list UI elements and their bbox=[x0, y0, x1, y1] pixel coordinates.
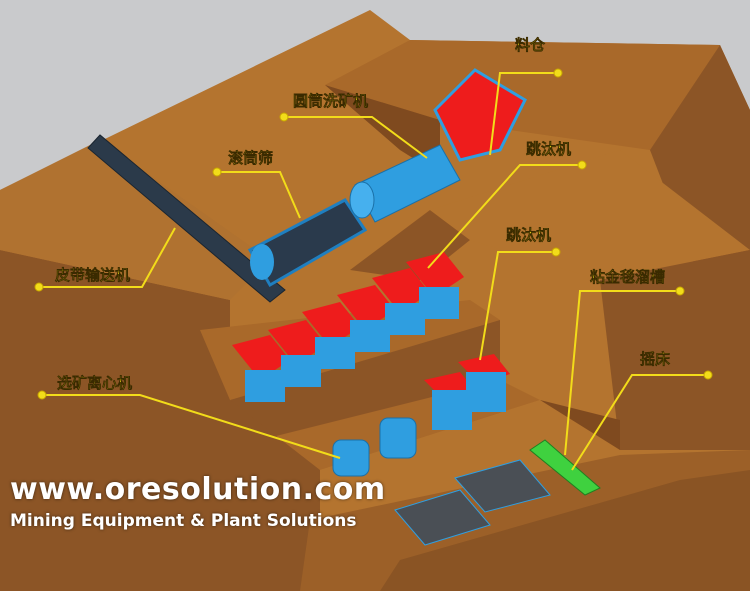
label-jig-upper: 跳汰机 bbox=[526, 140, 571, 158]
label-trommel-screen: 滚筒筛 bbox=[228, 149, 273, 167]
watermark-tagline: Mining Equipment & Plant Solutions bbox=[10, 511, 357, 531]
label-centrifugal-concentrator: 选矿离心机 bbox=[57, 374, 132, 392]
hopper bbox=[433, 68, 527, 162]
centrifugal-concentrators bbox=[332, 417, 417, 477]
label-shaking-table: 摇床 bbox=[640, 350, 671, 368]
jig-row-lower bbox=[424, 354, 510, 430]
label-dots bbox=[34, 68, 713, 400]
label-gold-carpet-sluice: 粘金毯溜槽 bbox=[590, 268, 665, 286]
drum-washer bbox=[349, 144, 461, 223]
trommel-screen bbox=[247, 198, 368, 288]
belt-conveyor bbox=[87, 134, 286, 303]
label-belt-conveyor: 皮带输送机 bbox=[55, 266, 130, 284]
shaking-tables bbox=[394, 459, 551, 546]
label-jig-lower: 跳汰机 bbox=[506, 226, 551, 244]
jig-row-upper bbox=[232, 252, 464, 402]
label-drum-washer: 圆筒洗矿机 bbox=[293, 92, 368, 110]
label-hopper: 料仓 bbox=[515, 36, 546, 54]
watermark-url: www.oresolution.com bbox=[10, 472, 386, 507]
leader-lines bbox=[39, 72, 708, 471]
gold-carpet-sluice bbox=[529, 439, 601, 496]
